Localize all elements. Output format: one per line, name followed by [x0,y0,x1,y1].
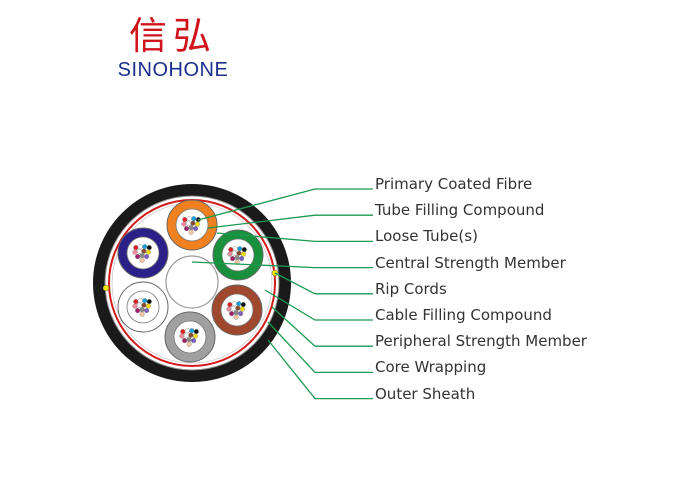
primary-coated-fibre [133,245,139,251]
primary-coated-fibre [229,311,235,317]
leader-line [191,261,373,269]
sinohone-logo: 信弘 SINOHONE [108,14,238,82]
label-rip-cords: Rip Cords [375,279,447,298]
primary-coated-fibre [234,255,240,261]
primary-coated-fibre [191,338,197,344]
primary-coated-fibre [193,329,199,335]
primary-coated-fibre [141,302,147,308]
primary-coated-fibre [184,226,190,232]
central-strength-member [165,255,219,309]
loose-tube [166,199,218,251]
label-outer-sheath: Outer Sheath [375,384,476,403]
primary-coated-fibre [142,298,148,304]
primary-coated-fibre [230,305,236,311]
primary-coated-fibre [146,299,152,305]
primary-coated-fibre [182,338,188,344]
primary-coated-fibre [188,225,194,231]
leader-line [197,188,373,221]
primary-coated-fibre [139,257,145,263]
rip-cord [102,284,110,292]
primary-coated-fibre [136,302,142,308]
logo-chinese: 信弘 [128,14,217,58]
primary-coated-fibre [190,220,196,226]
leader-line [274,272,373,295]
primary-coated-fibre [186,216,192,222]
primary-coated-fibre [238,311,244,317]
primary-coated-fibre [144,308,150,314]
label-primary-coated-fibre: Primary Coated Fibre [375,175,533,193]
primary-coated-fibre [241,247,247,253]
loose-tube [164,311,216,363]
primary-coated-fibre [142,244,148,250]
loose-tube [117,281,169,333]
primary-coated-fibre [188,229,194,235]
primary-coated-fibre [182,217,188,223]
primary-coated-fibre [239,306,245,312]
primary-coated-fibre [141,248,147,254]
primary-coated-fibre [133,299,139,305]
primary-coated-fibre [236,250,242,256]
primary-coated-fibre [185,220,191,226]
primary-coated-fibre [239,256,245,262]
primary-coated-fibre [232,246,238,252]
label-loose-tube-s: Loose Tube(s) [375,227,478,246]
primary-coated-fibre [139,253,145,259]
label-cable-filling-compound: Cable Filling Compound [375,306,552,324]
leader-line [216,232,373,243]
primary-coated-fibre [189,328,195,334]
loose-tube [212,229,264,281]
primary-coated-fibre [192,333,198,339]
primary-coated-fibre [233,310,239,316]
leader-line [267,339,373,400]
primary-coated-fibre [132,303,138,309]
primary-coated-fibre [235,305,241,311]
label-central-strength-member: Central Strength Member [375,253,566,272]
primary-coated-fibre [193,226,199,232]
primary-coated-fibre [186,337,192,343]
primary-coated-fibre [139,311,145,317]
leader-line [267,321,373,374]
label-core-wrapping: Core Wrapping [375,358,487,377]
primary-coated-fibre [135,254,141,260]
loose-tube [211,284,263,336]
primary-coated-fibre [179,333,185,339]
primary-coated-fibre [144,254,150,260]
primary-coated-fibre [231,250,237,256]
primary-coated-fibre [230,256,236,262]
primary-coated-fibre [137,298,143,304]
primary-coated-fibre [145,303,151,309]
leader-line [264,289,373,321]
leader-line [207,214,373,229]
label-peripheral-strength-member: Peripheral Strength Member [375,332,587,351]
primary-coated-fibre [226,306,232,312]
primary-coated-fibre [183,332,189,338]
label-tube-filling-compound: Tube Filling Compound [375,201,545,220]
primary-coated-fibre [139,307,145,313]
primary-coated-fibre [240,302,246,308]
primary-coated-fibre [194,221,200,227]
primary-coated-fibre [191,216,197,222]
primary-coated-fibre [135,308,141,314]
primary-coated-fibre [240,251,246,257]
primary-coated-fibre [233,314,239,320]
logo-english: SINOHONE [117,59,229,81]
primary-coated-fibre [228,247,234,253]
loose-tube [117,227,169,279]
primary-coated-fibre [136,248,142,254]
primary-coated-fibre [227,251,233,257]
primary-coated-fibre [237,246,243,252]
primary-coated-fibre [145,249,151,255]
primary-coated-fibre [181,221,187,227]
primary-coated-fibre [188,332,194,338]
primary-coated-fibre [231,301,237,307]
leader-line [271,306,373,347]
primary-coated-fibre [227,302,233,308]
primary-coated-fibre [236,301,242,307]
primary-coated-fibre [146,245,152,251]
primary-coated-fibre [137,244,143,250]
primary-coated-fibre [132,249,138,255]
primary-coated-fibre [186,341,192,347]
primary-coated-fibre [184,328,190,334]
primary-coated-fibre [180,329,186,335]
